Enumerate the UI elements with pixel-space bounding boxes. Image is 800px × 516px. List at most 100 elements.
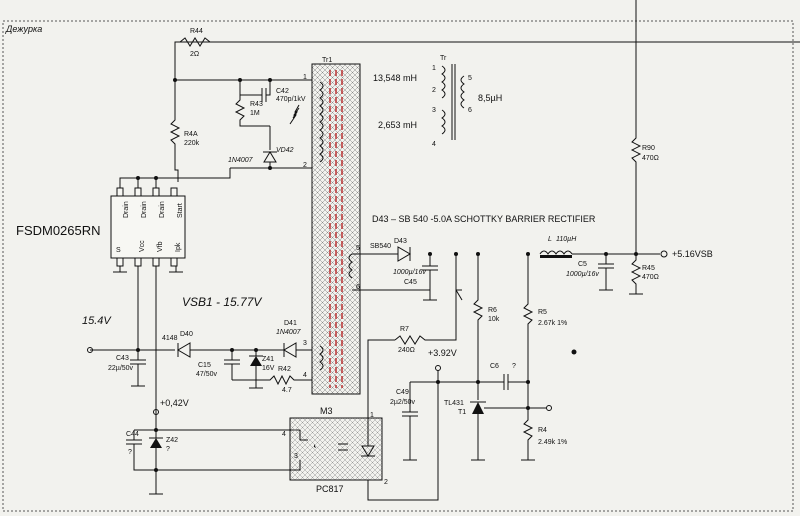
svg-text:?: ?	[512, 363, 516, 370]
svg-text:SB540: SB540	[370, 243, 391, 250]
svg-text:2µ2/50v: 2µ2/50v	[390, 399, 416, 406]
svg-text:T1: T1	[458, 409, 466, 416]
transformer-tr1: Tr1 1 2 3 4 5 6	[303, 57, 361, 395]
svg-text:2.67k 1%: 2.67k 1%	[538, 320, 567, 327]
svg-text:2,653 mH: 2,653 mH	[378, 120, 417, 130]
label-0v42: +0,42V	[160, 398, 189, 408]
svg-text:C5: C5	[578, 261, 587, 268]
svg-text:R90: R90	[642, 145, 655, 152]
svg-text:4: 4	[303, 372, 307, 379]
svg-text:Drain: Drain	[159, 201, 166, 218]
svg-text:1000µ/16v: 1000µ/16v	[393, 269, 426, 276]
svg-text:Z41: Z41	[262, 356, 274, 363]
label-3v92: +3.92V	[428, 348, 457, 358]
svg-text:Vcc: Vcc	[139, 240, 146, 252]
capacitor-c6: C6 ?	[478, 363, 530, 390]
svg-text:2Ω: 2Ω	[190, 51, 199, 58]
label-15v4: 15.4V	[82, 315, 112, 327]
svg-text:4.7: 4.7	[282, 387, 292, 394]
svg-text:R7: R7	[400, 326, 409, 333]
svg-text:FSDM0265RN: FSDM0265RN	[16, 223, 101, 238]
svg-text:C49: C49	[396, 389, 409, 396]
svg-text:Vfb: Vfb	[157, 241, 164, 252]
capacitor-c45: 1000µ/16v C45	[393, 252, 438, 290]
resistor-r90: R90 470Ω	[630, 0, 659, 254]
svg-text:3: 3	[303, 340, 307, 347]
svg-text:PC817: PC817	[316, 484, 344, 494]
diode-vd42: VD42 1N4007	[228, 147, 312, 170]
svg-text:R43: R43	[250, 101, 263, 108]
resistor-r7: R7 240Ω	[394, 290, 457, 354]
inductor-l: L 110µH	[539, 236, 577, 258]
svg-text:4: 4	[282, 431, 286, 438]
svg-text:C15: C15	[198, 362, 211, 369]
svg-text:Drain: Drain	[141, 201, 148, 218]
zener-z42: Z42 ?	[149, 430, 178, 494]
svg-text:Ipk: Ipk	[175, 242, 182, 252]
svg-text:R4A: R4A	[184, 131, 198, 138]
svg-text:C43: C43	[116, 355, 129, 362]
resistor-r44: R44 2Ω	[179, 28, 211, 58]
resistor-r45: R45 470Ω	[629, 254, 659, 295]
svg-text:4148: 4148	[162, 335, 178, 342]
svg-text:Z42: Z42	[166, 437, 178, 444]
svg-text:1N4007: 1N4007	[228, 157, 254, 164]
svg-text:Tr: Tr	[440, 55, 447, 62]
svg-text:5: 5	[356, 245, 360, 252]
label-vout: +5.16VSB	[672, 249, 713, 259]
svg-text:R42: R42	[278, 366, 291, 373]
label-vsb1: VSB1 - 15.77V	[182, 295, 262, 309]
svg-text:110µH: 110µH	[556, 236, 577, 243]
ic-fsdm0265rn: FSDM0265RN Drain Drain Drain Start S Vcc…	[16, 187, 186, 267]
svg-text:240Ω: 240Ω	[398, 347, 415, 354]
svg-text:220k: 220k	[184, 140, 200, 147]
svg-text:M3: M3	[320, 406, 333, 416]
svg-text:3: 3	[432, 107, 436, 114]
resistor-r4a: R4A 220k	[169, 80, 200, 182]
capacitor-c15: C15 47/50v	[196, 350, 240, 380]
svg-text:R5: R5	[538, 309, 547, 316]
diode-d40: D40 4148	[162, 331, 232, 358]
svg-text:2: 2	[432, 87, 436, 94]
capacitor-c49: C49 2µ2/50v	[390, 381, 438, 461]
svg-text:4: 4	[432, 141, 436, 148]
svg-text:6: 6	[468, 107, 472, 114]
svg-text:TL431: TL431	[444, 400, 464, 407]
svg-text:16V: 16V	[262, 365, 275, 372]
svg-text:R4: R4	[538, 427, 547, 434]
svg-text:R45: R45	[642, 265, 655, 272]
resistor-r6: R6 10k	[472, 254, 500, 382]
wire-top-bus	[174, 41, 800, 80]
resistor-r4: R4 2.49k 1%	[521, 408, 567, 461]
svg-text:C45: C45	[404, 279, 417, 286]
svg-text:C44: C44	[126, 431, 139, 438]
svg-text:22µ/50v: 22µ/50v	[108, 365, 134, 372]
svg-text:C6: C6	[490, 363, 499, 370]
svg-text:Start: Start	[177, 203, 184, 218]
svg-text:S: S	[116, 247, 121, 254]
capacitor-c44: C44 ?	[126, 430, 156, 471]
svg-text:2: 2	[384, 479, 388, 486]
svg-text:13,548 mH: 13,548 mH	[373, 73, 417, 83]
section-label: Дежурка	[5, 24, 42, 34]
svg-text:R44: R44	[190, 28, 203, 35]
diode-d43: D43 SB540	[370, 238, 411, 262]
svg-text:D43: D43	[394, 238, 407, 245]
diode-d41: D41 1N4007	[276, 320, 312, 358]
zener-z41: Z41 16V	[249, 350, 275, 380]
svg-text:6: 6	[356, 284, 360, 291]
optocoupler-m3: M3 PC817 1 2 3 4	[282, 406, 388, 494]
svg-text:3: 3	[294, 453, 298, 460]
svg-text:D40: D40	[180, 331, 193, 338]
snubber-network: R43 1M C42 470p/1kV	[234, 80, 306, 150]
transformer-legend: Tr 1 2 3 4 5 6 13,548 mH 2,653 mH 8,5µH	[373, 55, 502, 148]
svg-text:10k: 10k	[488, 316, 500, 323]
svg-text:?: ?	[166, 446, 170, 453]
svg-text:L: L	[548, 236, 552, 243]
svg-text:1: 1	[432, 65, 436, 72]
svg-text:1: 1	[370, 412, 374, 419]
svg-text:C42: C42	[276, 88, 289, 95]
svg-text:R6: R6	[488, 307, 497, 314]
svg-text:1M: 1M	[250, 110, 260, 117]
